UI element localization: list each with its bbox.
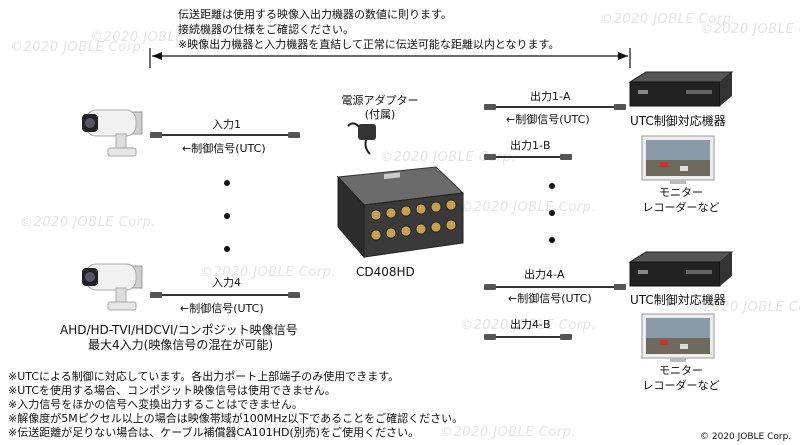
camera-icon — [82, 263, 143, 311]
top-note-2: 接続機器の仕様をご確認ください。 — [178, 23, 354, 36]
ellipsis-dot — [549, 183, 555, 189]
bottom-note-1: ※UTCによる制御に対応しています。各出力ポート上部端子のみ使用できます。 — [8, 370, 400, 383]
input-caption-line2: 最大4入力(映像信号の混在が可能) — [88, 338, 273, 352]
bottom-note-5: ※伝送距離が足りない場合は、ケーブル補償器CA101HD(別売)をご使用ください… — [8, 426, 420, 439]
ellipsis-dot — [224, 180, 230, 186]
bnc-plug — [484, 154, 496, 160]
out1a-control-label: ←制御信号(UTC) — [506, 113, 590, 126]
watermark: ©2020 JOBLE Corp. — [600, 12, 737, 27]
input1-control-label: ←制御信号(UTC) — [182, 142, 266, 155]
out4b-label: 出力4-B — [510, 318, 551, 331]
watermark: ©2020 JOBLE Corp. — [700, 22, 800, 37]
top-note-1: 伝送距離は使用する映像入出力機器の数値に則ります。 — [178, 8, 452, 21]
bnc-plug — [288, 132, 300, 138]
bnc-plug — [560, 334, 572, 340]
bottom-note-2: ※UTCを使用する場合、コンポジット映像信号は使用できません。 — [8, 384, 336, 397]
adapter-label-line1: 電源アダプター — [341, 94, 419, 107]
camera-icon — [82, 109, 143, 157]
watermark: ©2020 JOBLE Corp. — [440, 425, 577, 440]
recorder-icon — [628, 251, 734, 287]
monitor-icon — [641, 313, 715, 362]
out4b-cable — [494, 336, 564, 338]
out4a-label: 出力4-A — [524, 268, 565, 281]
ellipsis-dot — [549, 210, 555, 216]
input-caption-line1: AHD/HD-TVI/HDCVI/コンポジット映像信号 — [60, 323, 298, 337]
ellipsis-dot — [224, 213, 230, 219]
input4-label: 入力4 — [212, 276, 241, 289]
top-note-3: ※映像出力機器と入力機器を直結して正常に伝送可能な距離以内となります。 — [178, 38, 560, 51]
power-adapter-icon — [347, 122, 376, 155]
recorder1-label: UTC制御対応機器 — [630, 114, 726, 128]
distance-arrow — [149, 48, 631, 68]
input1-label: 入力1 — [212, 118, 241, 131]
bnc-plug — [484, 334, 496, 340]
bnc-plug — [614, 104, 626, 110]
bottom-note-3: ※入力信号をほかの信号へ変換出力することはできません。 — [8, 398, 303, 411]
bnc-plug — [150, 292, 162, 298]
watermark: ©2020 JOBLE Corp. — [90, 30, 227, 45]
bnc-plug — [288, 292, 300, 298]
input1-cable — [160, 134, 290, 136]
out1a-label: 出力1-A — [530, 90, 571, 103]
adapter-label-line2: (付属) — [364, 108, 396, 121]
recorder4-label: UTC制御対応機器 — [630, 293, 726, 307]
monitor1-label-line1: モニター — [659, 186, 703, 199]
ellipsis-dot — [549, 237, 555, 243]
watermark: ©2020 JOBLE Corp. — [20, 215, 157, 230]
ellipsis-dot — [224, 246, 230, 252]
watermark: ©2020 JOBLE Corp. — [690, 300, 800, 315]
watermark: ©2020 JOBLE Corp. — [380, 150, 517, 165]
out1a-cable — [494, 106, 620, 108]
watermark: ©2020 JOBLE Corp. — [460, 200, 597, 215]
bnc-plug — [150, 132, 162, 138]
bnc-plug — [614, 284, 626, 290]
out4a-control-label: ←制御信号(UTC) — [508, 292, 592, 305]
monitor4-label-line2: レコーダーなど — [642, 379, 720, 392]
watermark: ©2020 JOBLE Corp. — [460, 318, 597, 333]
bnc-plug — [484, 284, 496, 290]
input4-control-label: ←制御信号(UTC) — [180, 302, 264, 315]
monitor4-label-line1: モニター — [659, 364, 703, 377]
device-model-label: CD408HD — [356, 265, 415, 279]
monitor-icon — [641, 135, 715, 184]
out1b-cable — [494, 156, 564, 158]
input4-cable — [160, 294, 290, 296]
bnc-plug — [560, 154, 572, 160]
watermark: ©2020 JOBLE Corp. — [10, 40, 147, 55]
watermark: ©2020 JOBLE Corp. — [210, 420, 347, 435]
watermark: ©2020 JOBLE Corp. — [200, 265, 337, 280]
copyright: © 2020 JOBLE Corp. — [700, 432, 792, 442]
recorder-icon — [628, 71, 734, 107]
cd408hd-device — [336, 166, 465, 259]
bottom-note-4: ※解像度が5Mピクセル以上の場合は映像帯域が100MHz以下であることをご確認く… — [8, 412, 464, 425]
out4a-cable — [494, 286, 620, 288]
monitor1-label-line2: レコーダーなど — [642, 201, 720, 214]
bnc-plug — [484, 104, 496, 110]
out1b-label: 出力1-B — [510, 139, 551, 152]
